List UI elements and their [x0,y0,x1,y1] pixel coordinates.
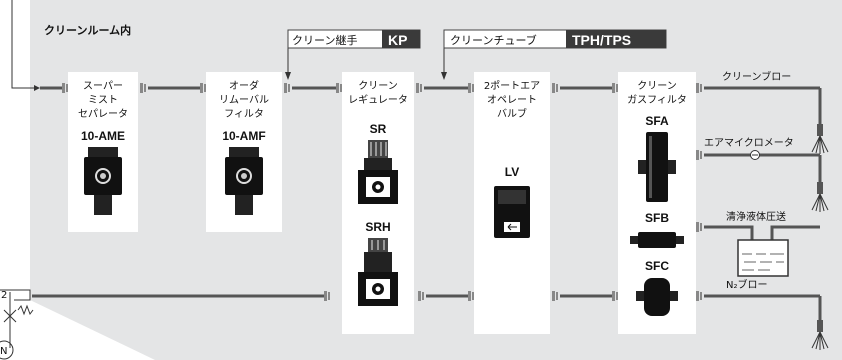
blow-nozzle-icon [811,124,829,154]
sfa-filter-icon [638,132,676,202]
ame-name-2: ミスト [88,95,118,106]
tube-code: TPH/TPS [572,32,631,48]
fittings [62,83,702,301]
joint-callout-arrow [285,72,291,80]
source-bottom-label: N [0,346,7,357]
ame-filter-icon [84,147,122,215]
tube-callout-arrow [441,72,447,80]
inlet-line [11,0,34,89]
output-n2: N₂ブロー [726,278,768,291]
n2-nozzle-icon [811,320,829,350]
lv-valve-icon [494,186,530,238]
micro-nozzle-icon [811,182,829,212]
lv-name-3: バルブ [497,107,527,120]
amf-name-1: オーダ [229,79,259,92]
gas-name-2: ガスフィルタ [627,94,687,106]
sfb-filter-icon [630,232,684,248]
amf-name-3: フィルタ [224,108,264,120]
tube-callout-text: クリーンチューブ [450,33,537,47]
joint-callout-text: クリーン継手 [292,33,357,47]
area-label: クリーンルーム内 [44,23,131,37]
gas-model-sfc: SFC [645,259,669,273]
n2-source-symbols [0,289,34,360]
gas-name-1: クリーン [637,80,677,92]
source-top-label: 2 [1,290,7,301]
sr-regulator-icon [358,140,398,204]
ame-name-3: セパレータ [78,108,128,120]
ame-name-1: スーパー [83,80,123,92]
clean-room-area [30,0,842,360]
ame-model: 10-AME [81,129,125,143]
amf-filter-icon [225,147,263,215]
joint-code-bg [382,30,420,48]
output-blow: クリーンブロー [722,70,791,83]
inlet-arrow [34,85,40,91]
tube-code-bg [566,30,666,48]
joint-code: KP [388,32,407,48]
lv-model: LV [505,165,519,179]
reg-model-sr: SR [370,122,387,136]
lv-name-1: 2ポートエア [484,80,540,92]
output-liquid: 清浄液体圧送 [726,210,786,223]
reg-name-1: クリーン [358,80,398,92]
srh-regulator-icon [358,238,398,306]
gas-model-sfa: SFA [645,114,669,128]
amf-model: 10-AMF [222,129,265,143]
sfc-filter-icon [636,278,678,316]
output-micro: エアマイクロメータ [704,137,794,149]
amf-name-2: リムーバル [219,94,269,106]
reg-model-srh: SRH [365,220,390,234]
liquid-tank-icon [737,239,789,277]
gas-model-sfb: SFB [645,211,669,225]
lv-name-2: オペレート [487,94,537,106]
reg-name-2: レギュレータ [348,94,408,106]
